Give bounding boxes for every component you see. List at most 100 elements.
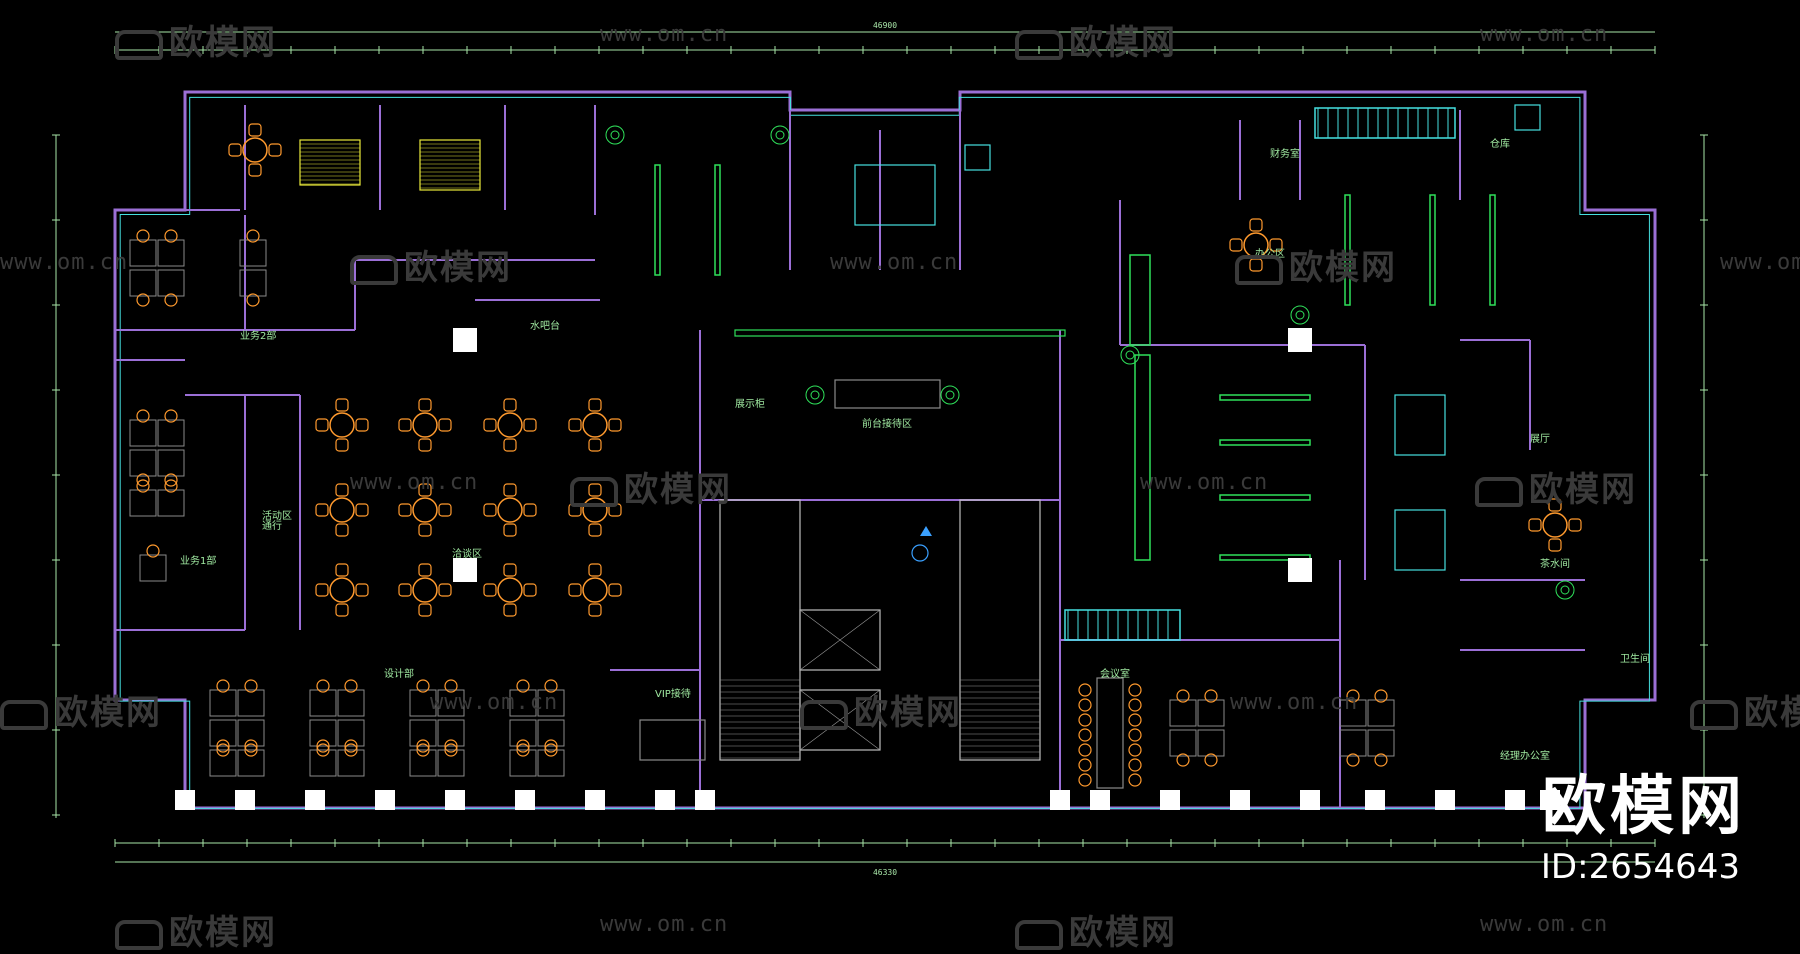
chair	[335, 523, 349, 537]
office-chair	[216, 739, 230, 753]
desk-cluster	[129, 229, 185, 307]
window-column	[1505, 790, 1525, 810]
watermark-brand: 欧模网	[1690, 685, 1800, 734]
watermark-brand-text: 欧模网	[169, 913, 277, 953]
office-chair	[146, 544, 160, 558]
office-chair	[1176, 689, 1190, 703]
chair	[1528, 518, 1542, 532]
exterior-wall	[113, 90, 1657, 810]
desk	[537, 719, 565, 747]
watermark-url: www.om.cn	[1720, 250, 1800, 275]
chair	[503, 398, 517, 412]
window-column	[445, 790, 465, 810]
watermark-brand-text: 欧模网	[169, 23, 277, 63]
sofa-logo-icon	[350, 254, 398, 285]
desk	[537, 749, 565, 777]
desk	[337, 689, 365, 717]
office-chair	[136, 293, 150, 307]
plant-outline	[605, 125, 625, 145]
round-table	[483, 483, 537, 537]
plant	[605, 125, 625, 145]
table-top	[242, 137, 268, 163]
watermark-url: www.om.cn	[830, 250, 959, 275]
office-chair	[164, 473, 178, 487]
round-table	[398, 563, 452, 617]
chair	[355, 503, 369, 517]
office-chair	[244, 679, 258, 693]
sofa-logo-icon	[1235, 254, 1283, 285]
window-column	[305, 790, 325, 810]
meeting-chair	[1078, 713, 1092, 727]
chair	[355, 418, 369, 432]
window-column	[585, 790, 605, 810]
desk	[209, 719, 237, 747]
sofa-logo-icon	[1015, 29, 1063, 60]
cabinet	[654, 164, 661, 276]
desk	[129, 269, 157, 297]
window-column	[1300, 790, 1320, 810]
reception-counter	[734, 329, 1066, 337]
meeting-chair	[1128, 698, 1142, 712]
chair	[1249, 218, 1263, 232]
watermark-brand: 欧模网	[350, 240, 512, 289]
table-top	[412, 577, 438, 603]
room-label-business2: 业务2部	[240, 331, 277, 342]
watermark-brand-text: 欧模网	[1744, 693, 1800, 733]
desk	[509, 689, 537, 717]
chair	[335, 563, 349, 577]
sanitary-fixture	[1514, 104, 1541, 131]
plant-outline	[1290, 305, 1310, 325]
window-column	[1230, 790, 1250, 810]
window-column	[175, 790, 195, 810]
plant	[1120, 345, 1140, 365]
watermark-brand: 欧模网	[1015, 905, 1177, 954]
window-column	[515, 790, 535, 810]
office-chair	[344, 679, 358, 693]
chair	[568, 583, 582, 597]
watermark-url: www.om.cn	[1230, 690, 1359, 715]
chair	[483, 418, 497, 432]
round-table	[315, 483, 369, 537]
plant-center	[945, 390, 955, 400]
watermark-brand-text: 欧模网	[404, 248, 512, 288]
desk	[509, 719, 537, 747]
office-chair	[1204, 753, 1218, 767]
table-top	[582, 497, 608, 523]
chair	[398, 418, 412, 432]
table-top	[497, 497, 523, 523]
plant-center	[775, 130, 785, 140]
meeting-chair	[1128, 728, 1142, 742]
desk	[1339, 699, 1367, 727]
room-label-business1: 业务1部	[180, 556, 217, 567]
desk	[437, 719, 465, 747]
table-top	[412, 497, 438, 523]
office-chair	[164, 479, 178, 493]
chair	[315, 503, 329, 517]
round-table	[398, 483, 452, 537]
watermark-brand-text: 欧模网	[1529, 470, 1637, 510]
desk	[157, 489, 185, 517]
desk	[209, 689, 237, 717]
table-top	[412, 412, 438, 438]
watermark-url: www.om.cn	[0, 250, 129, 275]
room-label-vip: VIP接待	[655, 689, 691, 700]
meeting-chair	[1128, 683, 1142, 697]
meeting-chair	[1128, 713, 1142, 727]
watermark-brand: 欧模网	[570, 462, 732, 511]
watermark-brand: 欧模网	[115, 15, 277, 64]
round-table	[228, 123, 282, 177]
office-chair	[416, 679, 430, 693]
chair	[503, 438, 517, 452]
elevator-cross	[799, 609, 881, 671]
dim-overall-top: 46900	[873, 21, 897, 30]
window-column	[655, 790, 675, 810]
chair	[335, 483, 349, 497]
office-chair	[216, 679, 230, 693]
room-label-reception: 前台接待区	[862, 419, 912, 430]
office-chair	[246, 229, 260, 243]
structural-column	[1288, 558, 1312, 582]
watermark-brand: 欧模网	[1235, 240, 1397, 289]
desk	[157, 449, 185, 477]
table-top	[582, 577, 608, 603]
